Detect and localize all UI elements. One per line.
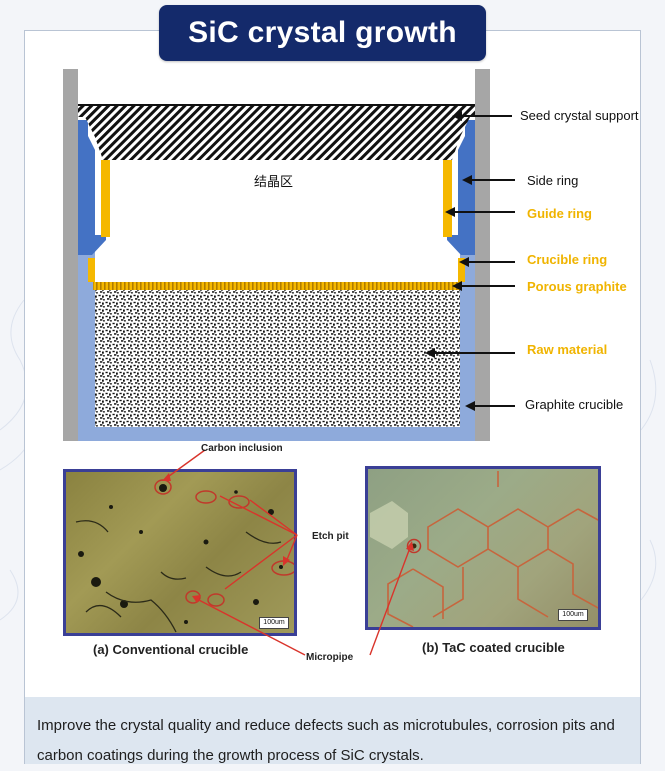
annotation-carbon-inclusion: Carbon inclusion <box>201 443 283 454</box>
micrograph-tac-coated: 100um <box>365 466 601 630</box>
caption-conventional-crucible: (a) Conventional crucible <box>93 642 249 657</box>
scale-bar-b: 100um <box>558 609 588 621</box>
label-raw-material: Raw material <box>527 342 608 357</box>
outer-wall-right <box>475 69 490 441</box>
outer-wall-left <box>63 69 78 441</box>
guide-ring-right <box>443 160 452 237</box>
side-ring-right <box>447 120 475 255</box>
caption-tac-coated-crucible: (b) TaC coated crucible <box>422 640 565 655</box>
label-seed-crystal-support: Seed crystal support <box>520 108 639 123</box>
micrograph-conventional: 100um <box>63 469 297 636</box>
annotation-micropipe: Micropipe <box>306 652 354 663</box>
crucible-ring-left <box>88 258 95 282</box>
label-crucible-ring: Crucible ring <box>527 252 608 267</box>
page-title-banner: SiC crystal growth <box>159 5 486 61</box>
crystallization-zone-label: 结晶区 <box>254 174 294 189</box>
porous-graphite <box>93 282 461 290</box>
label-porous-graphite: Porous graphite <box>527 279 627 294</box>
description-panel: Improve the crystal quality and reduce d… <box>25 697 640 764</box>
label-side-ring: Side ring <box>527 173 579 188</box>
label-graphite-crucible: Graphite crucible <box>525 397 624 412</box>
raw-material <box>95 289 460 427</box>
page-title: SiC crystal growth <box>188 16 457 49</box>
micrograph-a-texture <box>75 479 294 633</box>
side-ring-left <box>78 120 106 255</box>
guide-ring-left <box>101 160 110 237</box>
label-guide-ring: Guide ring <box>527 206 592 221</box>
scale-bar-a: 100um <box>259 617 289 629</box>
annotation-etch-pit: Etch pit <box>312 531 349 542</box>
description-text: Improve the crystal quality and reduce d… <box>37 717 615 764</box>
crucible-diagram <box>63 69 515 441</box>
seed-crystal-support <box>78 104 475 160</box>
micrograph-b-texture <box>370 471 598 627</box>
